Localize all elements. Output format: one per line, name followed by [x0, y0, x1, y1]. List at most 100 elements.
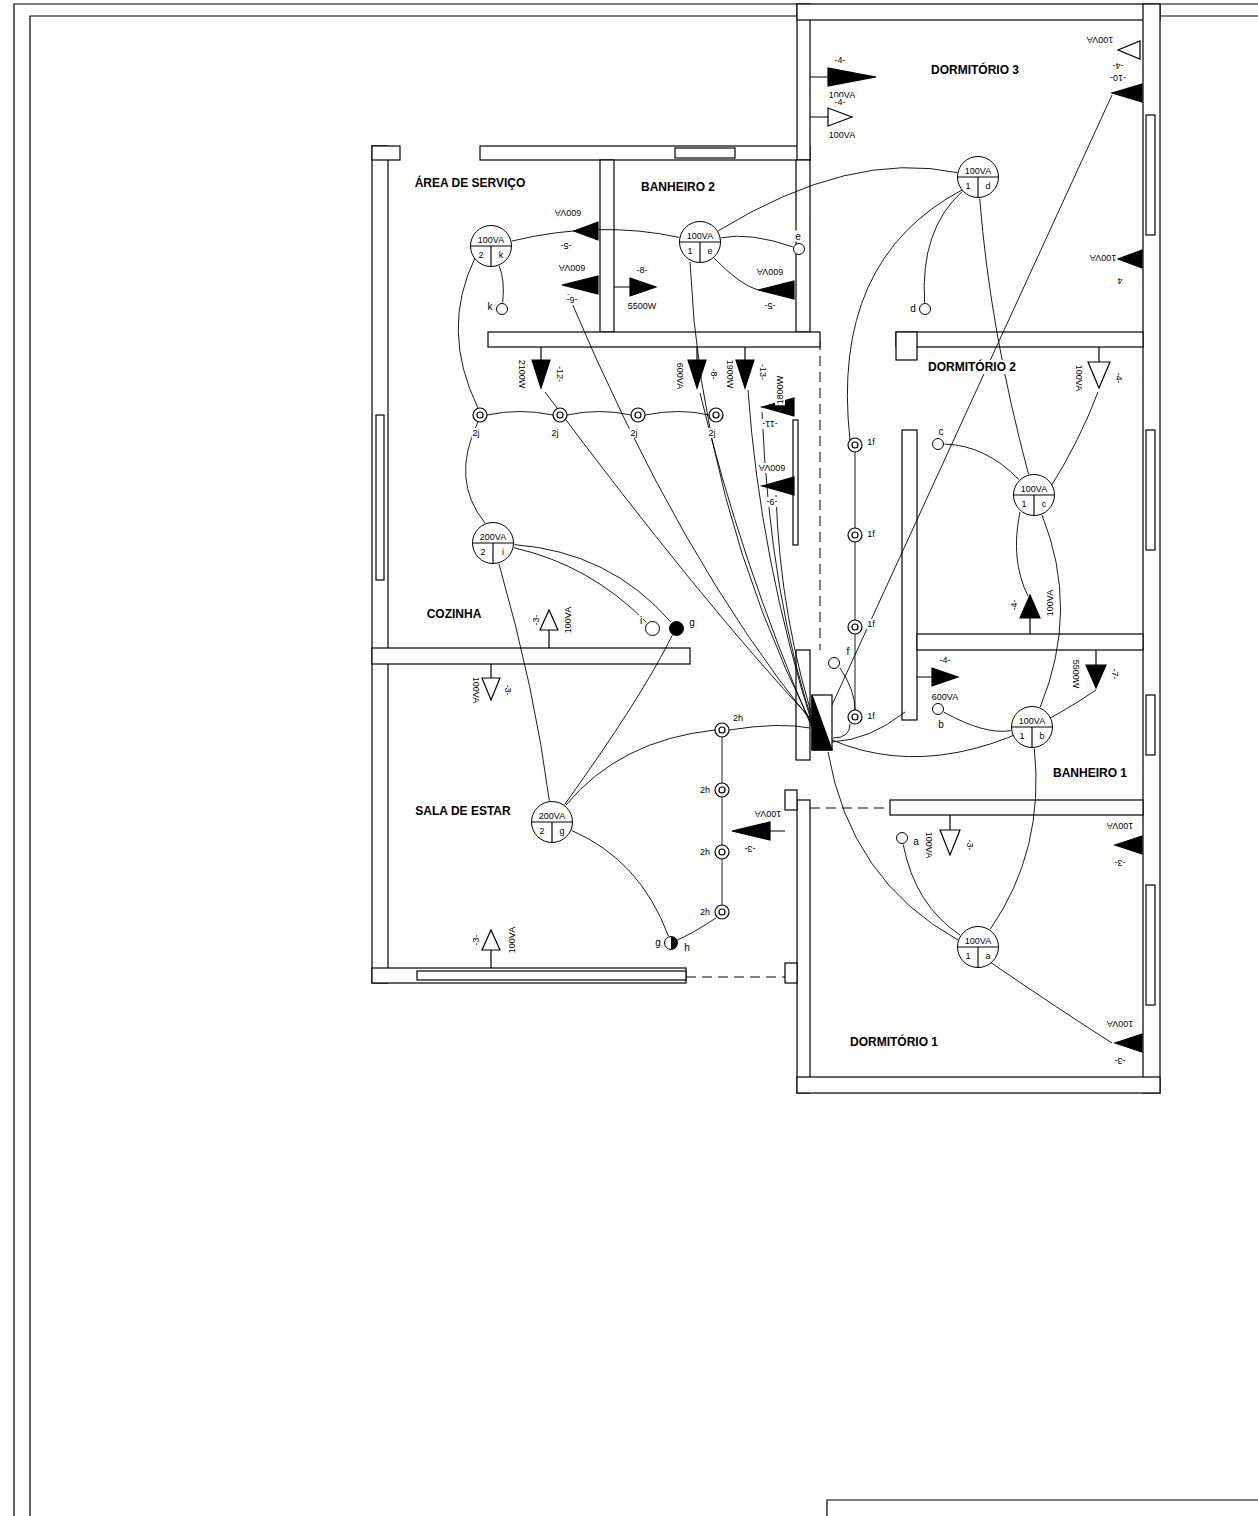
circuit-wire [458, 95, 1112, 1043]
load-value: 100VA [958, 936, 998, 946]
window [376, 115, 1155, 1005]
annotation-label: 100VA [828, 130, 856, 140]
annotation-label: 600VA [554, 208, 582, 218]
switch-letter: h [683, 942, 691, 953]
light-point [852, 714, 858, 720]
light-point [715, 905, 729, 919]
annotation-label: 600VA [756, 267, 784, 277]
annotation-label: -4- [939, 655, 952, 665]
circuit-number: 2 [473, 547, 493, 557]
luminaire-divider [532, 822, 572, 842]
outlet-symbol [758, 281, 794, 299]
annotation-label: -5- [560, 241, 573, 251]
switch-letter: a [912, 836, 920, 847]
circuit-number: 1 [680, 246, 700, 256]
luminaire-symbol: 100VA1c [1013, 474, 1055, 516]
wall [488, 332, 820, 347]
switch-symbol: i [645, 621, 660, 636]
switch-letter: g [552, 826, 572, 836]
annotation-label: 5500W [1071, 659, 1081, 690]
switch-symbol: e [793, 243, 805, 255]
annotation-label: -8- [636, 265, 649, 275]
switch-symbol: b [932, 703, 944, 715]
circuit-wire [748, 390, 814, 730]
room-name: DORMITÓRIO 3 [929, 63, 1021, 77]
circuit-wire [729, 725, 810, 730]
wall [890, 800, 1143, 815]
annotation-label: 100VA [754, 809, 782, 819]
light-point [848, 438, 862, 452]
annotation-label: 1f [866, 529, 876, 539]
circuit-wire [832, 712, 905, 742]
annotation-label: 600VA [675, 362, 685, 390]
circuit-wire [762, 412, 816, 732]
wall [785, 790, 797, 810]
luminaire-divider [680, 222, 720, 262]
light-point [848, 528, 862, 542]
circuit-number: 1 [958, 181, 978, 191]
sheet-frame [14, 4, 1258, 1516]
luminaire-divider [958, 177, 998, 197]
wall [797, 1077, 1160, 1093]
switch-letter: e [700, 246, 720, 256]
load-value: 100VA [1012, 716, 1052, 726]
light-point [715, 845, 729, 859]
luminaire-divider [532, 802, 572, 842]
electrical-panel [812, 695, 832, 750]
room-name: BANHEIRO 2 [639, 180, 717, 194]
circuit-wire [718, 168, 957, 231]
switch-symbol: g [669, 621, 684, 636]
annotation-label: -3- [1114, 1056, 1127, 1066]
outlet-symbol [688, 360, 706, 388]
switch-letter: a [978, 951, 998, 961]
light-point [715, 723, 729, 737]
annotation-label: 1f [866, 711, 876, 721]
outlet-symbol [932, 668, 958, 686]
light-point [635, 412, 641, 418]
light-point [852, 624, 858, 630]
wall [785, 963, 797, 983]
switch-letter: i [493, 547, 513, 557]
wall [797, 4, 1160, 20]
switch-letter: g [654, 937, 662, 948]
luminaire-divider [473, 543, 513, 563]
annotation-label: -4- [1112, 61, 1125, 71]
annotation-label: -8- [709, 368, 719, 381]
room-name: ÁREA DE SERVIÇO [413, 176, 528, 190]
light-point [719, 909, 725, 915]
light-point [709, 408, 723, 422]
annotation-label: -13- [758, 363, 768, 381]
wall [1143, 4, 1160, 1093]
annotation-label: 100VA [1045, 589, 1055, 617]
wall [917, 634, 1143, 650]
luminaire-divider [680, 242, 720, 262]
annotation-label: 100VA [1074, 364, 1084, 392]
circuit-wire [499, 266, 503, 303]
luminaire-divider [1012, 707, 1052, 747]
light-point [477, 412, 483, 418]
circuit-wire [855, 452, 856, 710]
electrical-panel [812, 695, 832, 750]
light-point [473, 408, 862, 919]
outlet-symbol [562, 276, 598, 294]
switch-letter: k [491, 250, 511, 260]
outlet-symbol [732, 822, 770, 840]
switch-letter: k [487, 301, 494, 312]
luminaire-divider [1012, 727, 1052, 747]
circuit-wire [832, 690, 1096, 757]
light-point [848, 710, 862, 724]
annotation-label: 1f [866, 619, 876, 629]
outlet-symbol [828, 108, 852, 126]
annotation-label: -4- [1009, 599, 1019, 612]
circuit-wire [700, 393, 812, 728]
circuit-wire [990, 962, 1112, 1043]
annotation-label: 600VA [558, 263, 586, 273]
annotation-label: 4 [1116, 276, 1123, 286]
outlet-symbol [1088, 362, 1110, 388]
window [1146, 115, 1155, 235]
annotation-label: -3- [471, 934, 481, 947]
switch-letter: d [909, 303, 917, 314]
circuit-number: 2 [471, 250, 491, 260]
annotation-label: -6- [566, 295, 579, 305]
